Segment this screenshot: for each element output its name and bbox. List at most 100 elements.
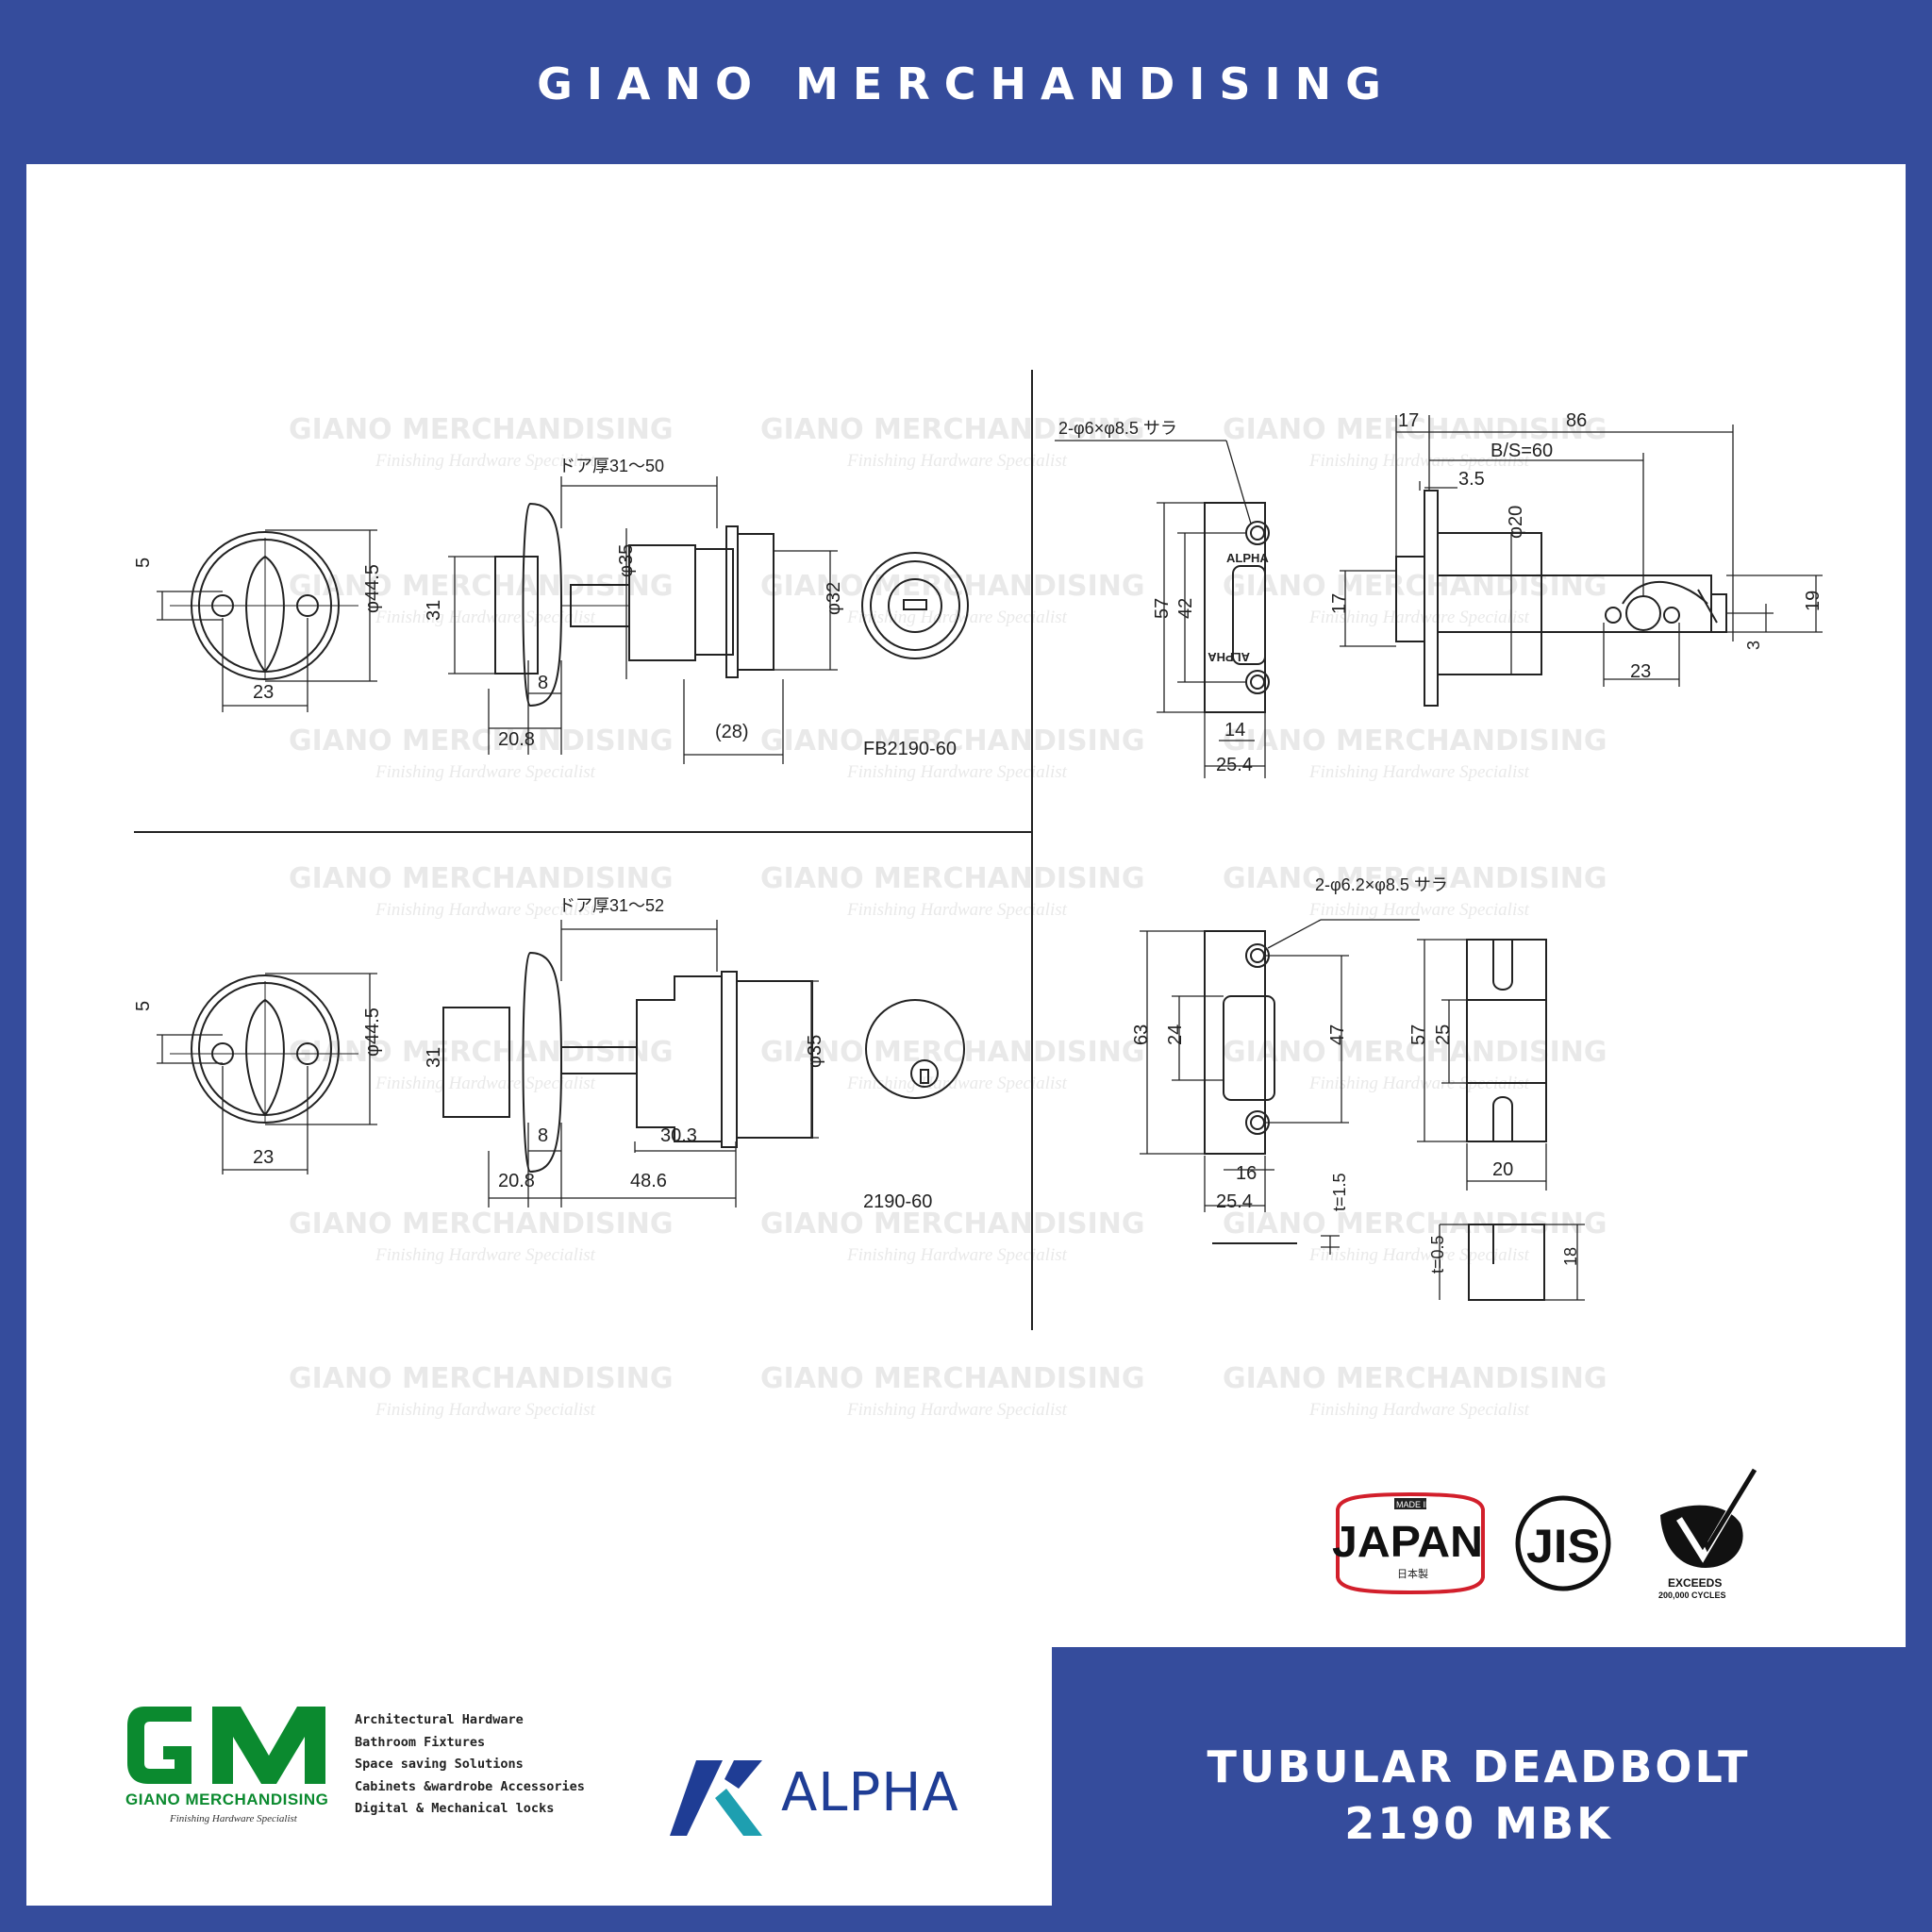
dim-label: 5	[133, 558, 154, 568]
dim-label: 47	[1327, 1024, 1348, 1045]
dim-label: 16	[1236, 1163, 1257, 1184]
watermark-subtitle: Finishing Hardware Specialist	[375, 1074, 595, 1093]
dim-label: 42	[1175, 598, 1196, 619]
watermark: GIANO MERCHANDISING	[760, 1208, 1145, 1241]
dim-label: 3.5	[1458, 469, 1485, 490]
watermark: GIANO MERCHANDISING	[1223, 413, 1607, 446]
badge-japan: JAPAN	[1332, 1517, 1483, 1566]
badge-made-in: MADE IN	[1396, 1500, 1432, 1509]
gm-brand-name: GIANO MERCHANDISING	[125, 1790, 329, 1808]
bottom-right-box-dims	[1417, 939, 1585, 1301]
watermark-subtitle: Finishing Hardware Specialist	[847, 451, 1067, 471]
bottom-left-side-view	[442, 951, 813, 1174]
tagline-item: Cabinets &wardrobe Accessories	[355, 1778, 585, 1794]
bottom-right-dust-box	[1466, 939, 1547, 1301]
watermark: GIANO MERCHANDISING	[289, 862, 674, 895]
dim-label: 48.6	[630, 1171, 667, 1191]
dim-label: t=1.5	[1330, 1173, 1349, 1211]
badge-jis: JIS	[1526, 1520, 1600, 1573]
bottom-right-strike-dims	[1140, 919, 1420, 1255]
badge-cycles: 200,000 CYCLES	[1658, 1591, 1726, 1600]
watermark-subtitle: Finishing Hardware Specialist	[375, 608, 595, 627]
dim-label: B/S=60	[1491, 441, 1553, 461]
watermark-subtitle: Finishing Hardware Specialist	[375, 1400, 595, 1420]
dim-label: t=0.5	[1428, 1235, 1447, 1274]
bottom-left-side-dims	[488, 920, 819, 1208]
watermark-subtitle: Finishing Hardware Specialist	[1309, 900, 1529, 920]
dim-label: 57	[1408, 1024, 1429, 1045]
made-in-japan-badge	[1336, 1491, 1485, 1595]
dim-label: 23	[253, 1147, 274, 1168]
tagline-item: Bathroom Fixtures	[355, 1734, 486, 1750]
header-title: GIANO MERCHANDISING	[537, 58, 1395, 109]
bottom-left-front-dims	[157, 973, 377, 1174]
model-label: 2190-60	[863, 1191, 932, 1212]
dim-label: 5	[133, 1001, 154, 1011]
watermark: GIANO MERCHANDISING	[1223, 1362, 1607, 1395]
watermark-subtitle: Finishing Hardware Specialist	[1309, 608, 1529, 627]
dim-label: 25.4	[1216, 755, 1253, 775]
watermark: GIANO MERCHANDISING	[1223, 1036, 1607, 1069]
dim-label: 20.8	[498, 729, 535, 750]
dim-label: 86	[1566, 410, 1587, 431]
watermark-subtitle: Finishing Hardware Specialist	[375, 1245, 595, 1265]
drawing-panel: GIANO MERCHANDISING Finishing Hardware S…	[26, 164, 1906, 1647]
watermark-subtitle: Finishing Hardware Specialist	[1309, 1400, 1529, 1420]
tagline-list: Architectural Hardware Bathroom Fixtures…	[355, 1709, 585, 1821]
faceplate-brand: ALPHA	[1208, 650, 1250, 664]
dim-label: 17	[1398, 410, 1419, 431]
bottom-left-front-view	[170, 974, 358, 1124]
watermark-subtitle: Finishing Hardware Specialist	[847, 1400, 1067, 1420]
dim-label: φ44.5	[362, 1008, 383, 1057]
dim-label: 17	[1329, 593, 1350, 614]
dim-label: 30.3	[660, 1125, 697, 1146]
watermark: GIANO MERCHANDISING	[289, 413, 674, 446]
dim-label: φ35	[616, 544, 637, 577]
dim-label: φ32	[824, 582, 844, 615]
top-left-side-view	[494, 502, 774, 708]
dim-label: 19	[1803, 591, 1824, 611]
dim-label: 20	[1492, 1159, 1513, 1180]
footer-brand-area: GIANO MERCHANDISING Finishing Hardware S…	[26, 1647, 1052, 1906]
dim-label: 23	[253, 682, 274, 703]
tagline-item: Space saving Solutions	[355, 1757, 524, 1772]
watermark-subtitle: Finishing Hardware Specialist	[847, 900, 1067, 920]
watermark-subtitle: Finishing Hardware Specialist	[847, 1245, 1067, 1265]
dim-label: φ35	[805, 1035, 825, 1068]
watermark-subtitle: Finishing Hardware Specialist	[375, 762, 595, 782]
dim-label: 3	[1744, 641, 1763, 650]
screw-note: 2-φ6.2×φ8.5 サラ	[1315, 875, 1448, 894]
bottom-right-strike-plate	[1204, 930, 1297, 1244]
product-title-area: TUBULAR DEADBOLT 2190 MBK	[1052, 1647, 1906, 1906]
watermark: GIANO MERCHANDISING	[289, 1036, 674, 1069]
dim-label: 14	[1224, 720, 1245, 741]
dim-label: 23	[1630, 661, 1651, 682]
badge-japan-kanji: 日本製	[1397, 1567, 1428, 1580]
dim-label: φ44.5	[362, 564, 383, 613]
gm-logo	[127, 1707, 325, 1784]
watermark: GIANO MERCHANDISING	[289, 1208, 674, 1241]
tagline-item: Architectural Hardware	[355, 1712, 524, 1727]
watermark: GIANO MERCHANDISING	[760, 1362, 1145, 1395]
dim-label: 63	[1131, 1024, 1152, 1045]
product-model: 2190 MBK	[1344, 1798, 1613, 1849]
watermark: GIANO MERCHANDISING	[289, 1362, 674, 1395]
badge-exceeds: EXCEEDS	[1668, 1576, 1722, 1590]
watermark: GIANO MERCHANDISING	[760, 862, 1145, 895]
watermark-subtitle: Finishing Hardware Specialist	[375, 451, 595, 471]
dim-label: (28)	[715, 722, 749, 742]
dim-label: 8	[538, 1125, 548, 1146]
watermark-subtitle: Finishing Hardware Specialist	[375, 900, 595, 920]
tagline-item: Digital & Mechanical locks	[355, 1801, 555, 1816]
header-banner: GIANO MERCHANDISING	[0, 0, 1932, 164]
dim-label: 31	[424, 1047, 444, 1068]
watermark-subtitle: Finishing Hardware Specialist	[1309, 1245, 1529, 1265]
top-left-back-view	[861, 552, 969, 659]
technical-drawing: 5 φ44.5 23	[133, 370, 1824, 1600]
top-right-faceplate	[1204, 502, 1270, 713]
watermark-subtitle: Finishing Hardware Specialist	[847, 762, 1067, 782]
dim-label: 24	[1165, 1024, 1186, 1045]
gm-brand-subtitle: Finishing Hardware Specialist	[170, 1813, 297, 1824]
top-right-faceplate-dims	[1055, 440, 1266, 778]
watermark: GIANO MERCHANDISING	[289, 570, 674, 603]
